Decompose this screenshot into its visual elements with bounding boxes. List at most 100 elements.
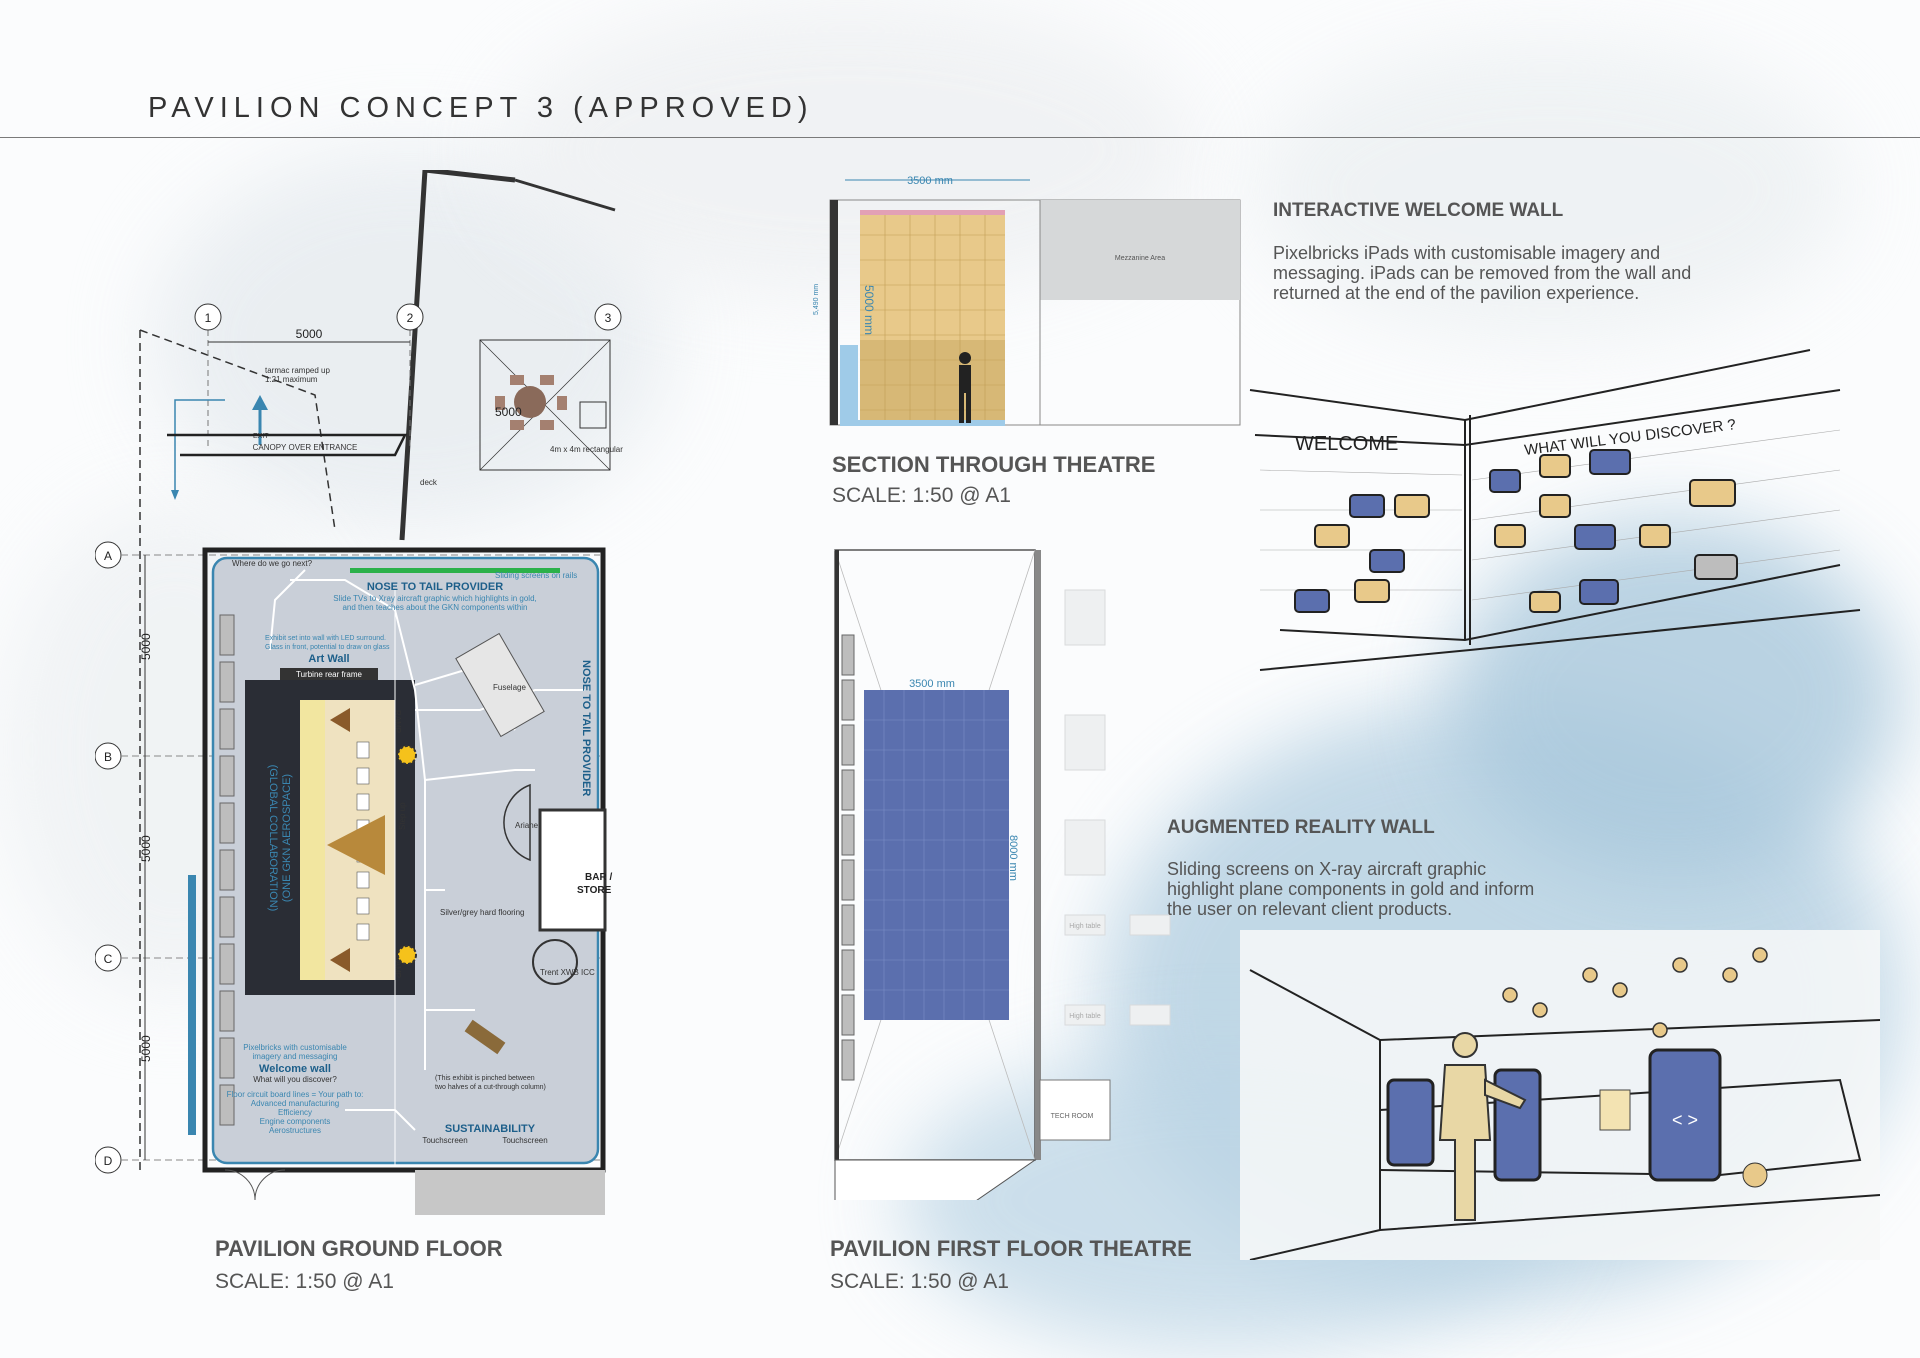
- dim-5000-top-right: 5000: [495, 405, 522, 419]
- step-up-label: Step up: [398, 802, 407, 830]
- section-overall-dim: 5,490 mm: [813, 284, 820, 315]
- aerostructures-label: Aerostructures: [269, 1126, 321, 1135]
- person-silhouette: [959, 352, 971, 423]
- blue-strip: [188, 875, 196, 1135]
- nose-tail-heading: NOSE TO TAIL PROVIDER: [367, 581, 503, 593]
- rect-area: [479, 339, 611, 471]
- exhibit-led-text: Glass in front, potential to draw on gla…: [265, 644, 390, 651]
- header-divider: [0, 137, 1920, 138]
- engine-comp-label: Engine components: [260, 1117, 331, 1126]
- svg-text:B: B: [104, 750, 112, 764]
- canopy-label: CANOPY OVER ENTRANCE: [253, 443, 358, 452]
- circuit-label: Floor circuit board lines = Your path to…: [227, 1090, 364, 1099]
- gear-icon: [397, 745, 417, 765]
- nose-tail-side-label: NOSE TO TAIL PROVIDER: [580, 660, 592, 796]
- grid-bubble-3: [594, 303, 622, 331]
- bar-store-label: STORE: [577, 885, 612, 896]
- ar-wall-body-line: the user on relevant client products.: [1167, 899, 1453, 919]
- ariane-nozzle: [503, 783, 531, 862]
- section-left-wall: [830, 200, 838, 425]
- exhibit-pinched: [464, 1019, 506, 1055]
- watercolor-wash-blue: [1450, 520, 1900, 880]
- watercolor-wash: [1250, 40, 1850, 340]
- rect-label: 4m x 4m rectangular: [550, 445, 623, 454]
- stage-triangle: [327, 815, 385, 875]
- ar-ceiling-lights: [1502, 947, 1768, 1038]
- art-wall-label: Art Wall: [308, 653, 349, 665]
- dim-5000-left: 5000: [139, 835, 153, 862]
- blue-floor-strip: [840, 420, 1005, 426]
- welcome-wall-label: Welcome wall: [259, 1063, 331, 1075]
- grid-bubble-2: [396, 303, 424, 331]
- high-table-label: High table: [1069, 1013, 1101, 1020]
- sketch-paper: [1240, 930, 1880, 1260]
- svg-text:3: 3: [605, 311, 612, 325]
- ar-wall-body: Sliding screens on X-ray aircraft graphi…: [1167, 859, 1534, 919]
- exit-label: EXIT: [253, 433, 269, 440]
- blue-screen-wall: [864, 690, 1009, 1020]
- door-swing: [254, 1169, 286, 1201]
- sliding-screen-bar: [350, 568, 560, 573]
- fuselage: [455, 632, 545, 738]
- pink-strip: [860, 210, 1005, 215]
- site-boundary: [139, 329, 336, 531]
- where-next-label: Where do we go next?: [232, 559, 313, 568]
- svg-text:2: 2: [407, 311, 414, 325]
- bar-store-label: BAR /: [585, 872, 612, 883]
- ar-wall-body-line: highlight plane components in gold and i…: [1167, 879, 1535, 899]
- ar-wall-heading: AUGMENTED REALITY WALL: [1167, 817, 1435, 838]
- tech-room: [1039, 1079, 1111, 1141]
- section-caption-title: SECTION THROUGH THEATRE: [832, 452, 1156, 477]
- welcome-wall-body-line: returned at the end of the pavilion expe…: [1273, 283, 1640, 303]
- welcome-wall-sketch: WELCOME WHAT WILL YOU DISCOVER ?: [1249, 349, 1861, 671]
- round-table-icon: [514, 386, 546, 418]
- exit-arrow-icon: [252, 395, 268, 410]
- tech-room-label: TECH ROOM: [1051, 1113, 1094, 1120]
- pinched-label: two halves of a cut-through column): [435, 1084, 546, 1091]
- gold-wall-lower: [860, 340, 1005, 425]
- ramp-chevron-top: [330, 708, 350, 732]
- svg-text:C: C: [104, 952, 113, 966]
- sustainability-label: SUSTAINABILITY: [445, 1123, 536, 1135]
- pixelbricks-label: imagery and messaging: [253, 1052, 338, 1061]
- dim-5000-left: 5000: [139, 1035, 153, 1062]
- first-floor-caption-title: PAVILION FIRST FLOOR THEATRE: [830, 1236, 1192, 1261]
- grid-bubble-1: [194, 303, 222, 331]
- first-floor-plan: 3500 mm 8000 mm High table High table TE…: [834, 549, 1171, 1200]
- blue-screen-grid: [864, 690, 1009, 1020]
- svg-text:D: D: [104, 1154, 113, 1168]
- ramp-label: RAMP: [393, 710, 402, 733]
- exhibit-led-text: Exhibit set into wall with LED surround.: [265, 635, 386, 642]
- ground-floor-caption-scale: SCALE: 1:50 @ A1: [215, 1270, 394, 1293]
- one-gkn-label: (ONE GKN AEROSPACE): [281, 774, 293, 902]
- dim-5000-top: 5000: [296, 327, 323, 341]
- mezzanine-label: Mezzanine Area: [1115, 255, 1165, 262]
- page-title: PAVILION CONCEPT 3 (APPROVED): [148, 92, 814, 124]
- ground-floor-plan: 4m x 4m rectangular 5000 deck 1 2 3 5000…: [95, 170, 623, 1215]
- ff-left-panels: [841, 634, 855, 1081]
- touchscreen-label: Touchscreen: [422, 1136, 467, 1145]
- high-table-label: High table: [1069, 923, 1101, 930]
- entrance-wall: [514, 178, 616, 212]
- dim-5000-left: 5000: [139, 633, 153, 660]
- faded-furniture: [1064, 589, 1171, 1026]
- entry-arrow-icon: [174, 399, 225, 495]
- tarmac-ratio: 1:21 maximum: [265, 375, 318, 384]
- left-wall-panels: [219, 614, 235, 1126]
- welcome-wall-body-line: Pixelbricks iPads with customisable imag…: [1273, 243, 1661, 263]
- ar-wall-sketch: < >: [1240, 930, 1880, 1260]
- entrance-wall: [399, 170, 516, 541]
- ipad-tiles: [1294, 449, 1738, 613]
- deck-label: deck: [420, 478, 438, 487]
- slide-arrows-icon: < >: [1672, 1110, 1698, 1130]
- fuselage-label: Fuselage: [493, 683, 526, 692]
- svg-text:A: A: [104, 549, 112, 563]
- sketch-welcome-label: WELCOME: [1295, 433, 1398, 455]
- global-collab-label: (GLOBAL COLLABORATION): [267, 765, 279, 912]
- ramp-chevron-bottom: [330, 948, 350, 972]
- ff-height-dim: 8000 mm: [1007, 835, 1019, 881]
- section-caption-scale: SCALE: 1:50 @ A1: [832, 484, 1011, 507]
- welcome-wall-heading: INTERACTIVE WELCOME WALL: [1273, 200, 1564, 221]
- silver-floor-label: Silver/grey hard flooring: [440, 908, 524, 917]
- trent-engine: [532, 939, 578, 985]
